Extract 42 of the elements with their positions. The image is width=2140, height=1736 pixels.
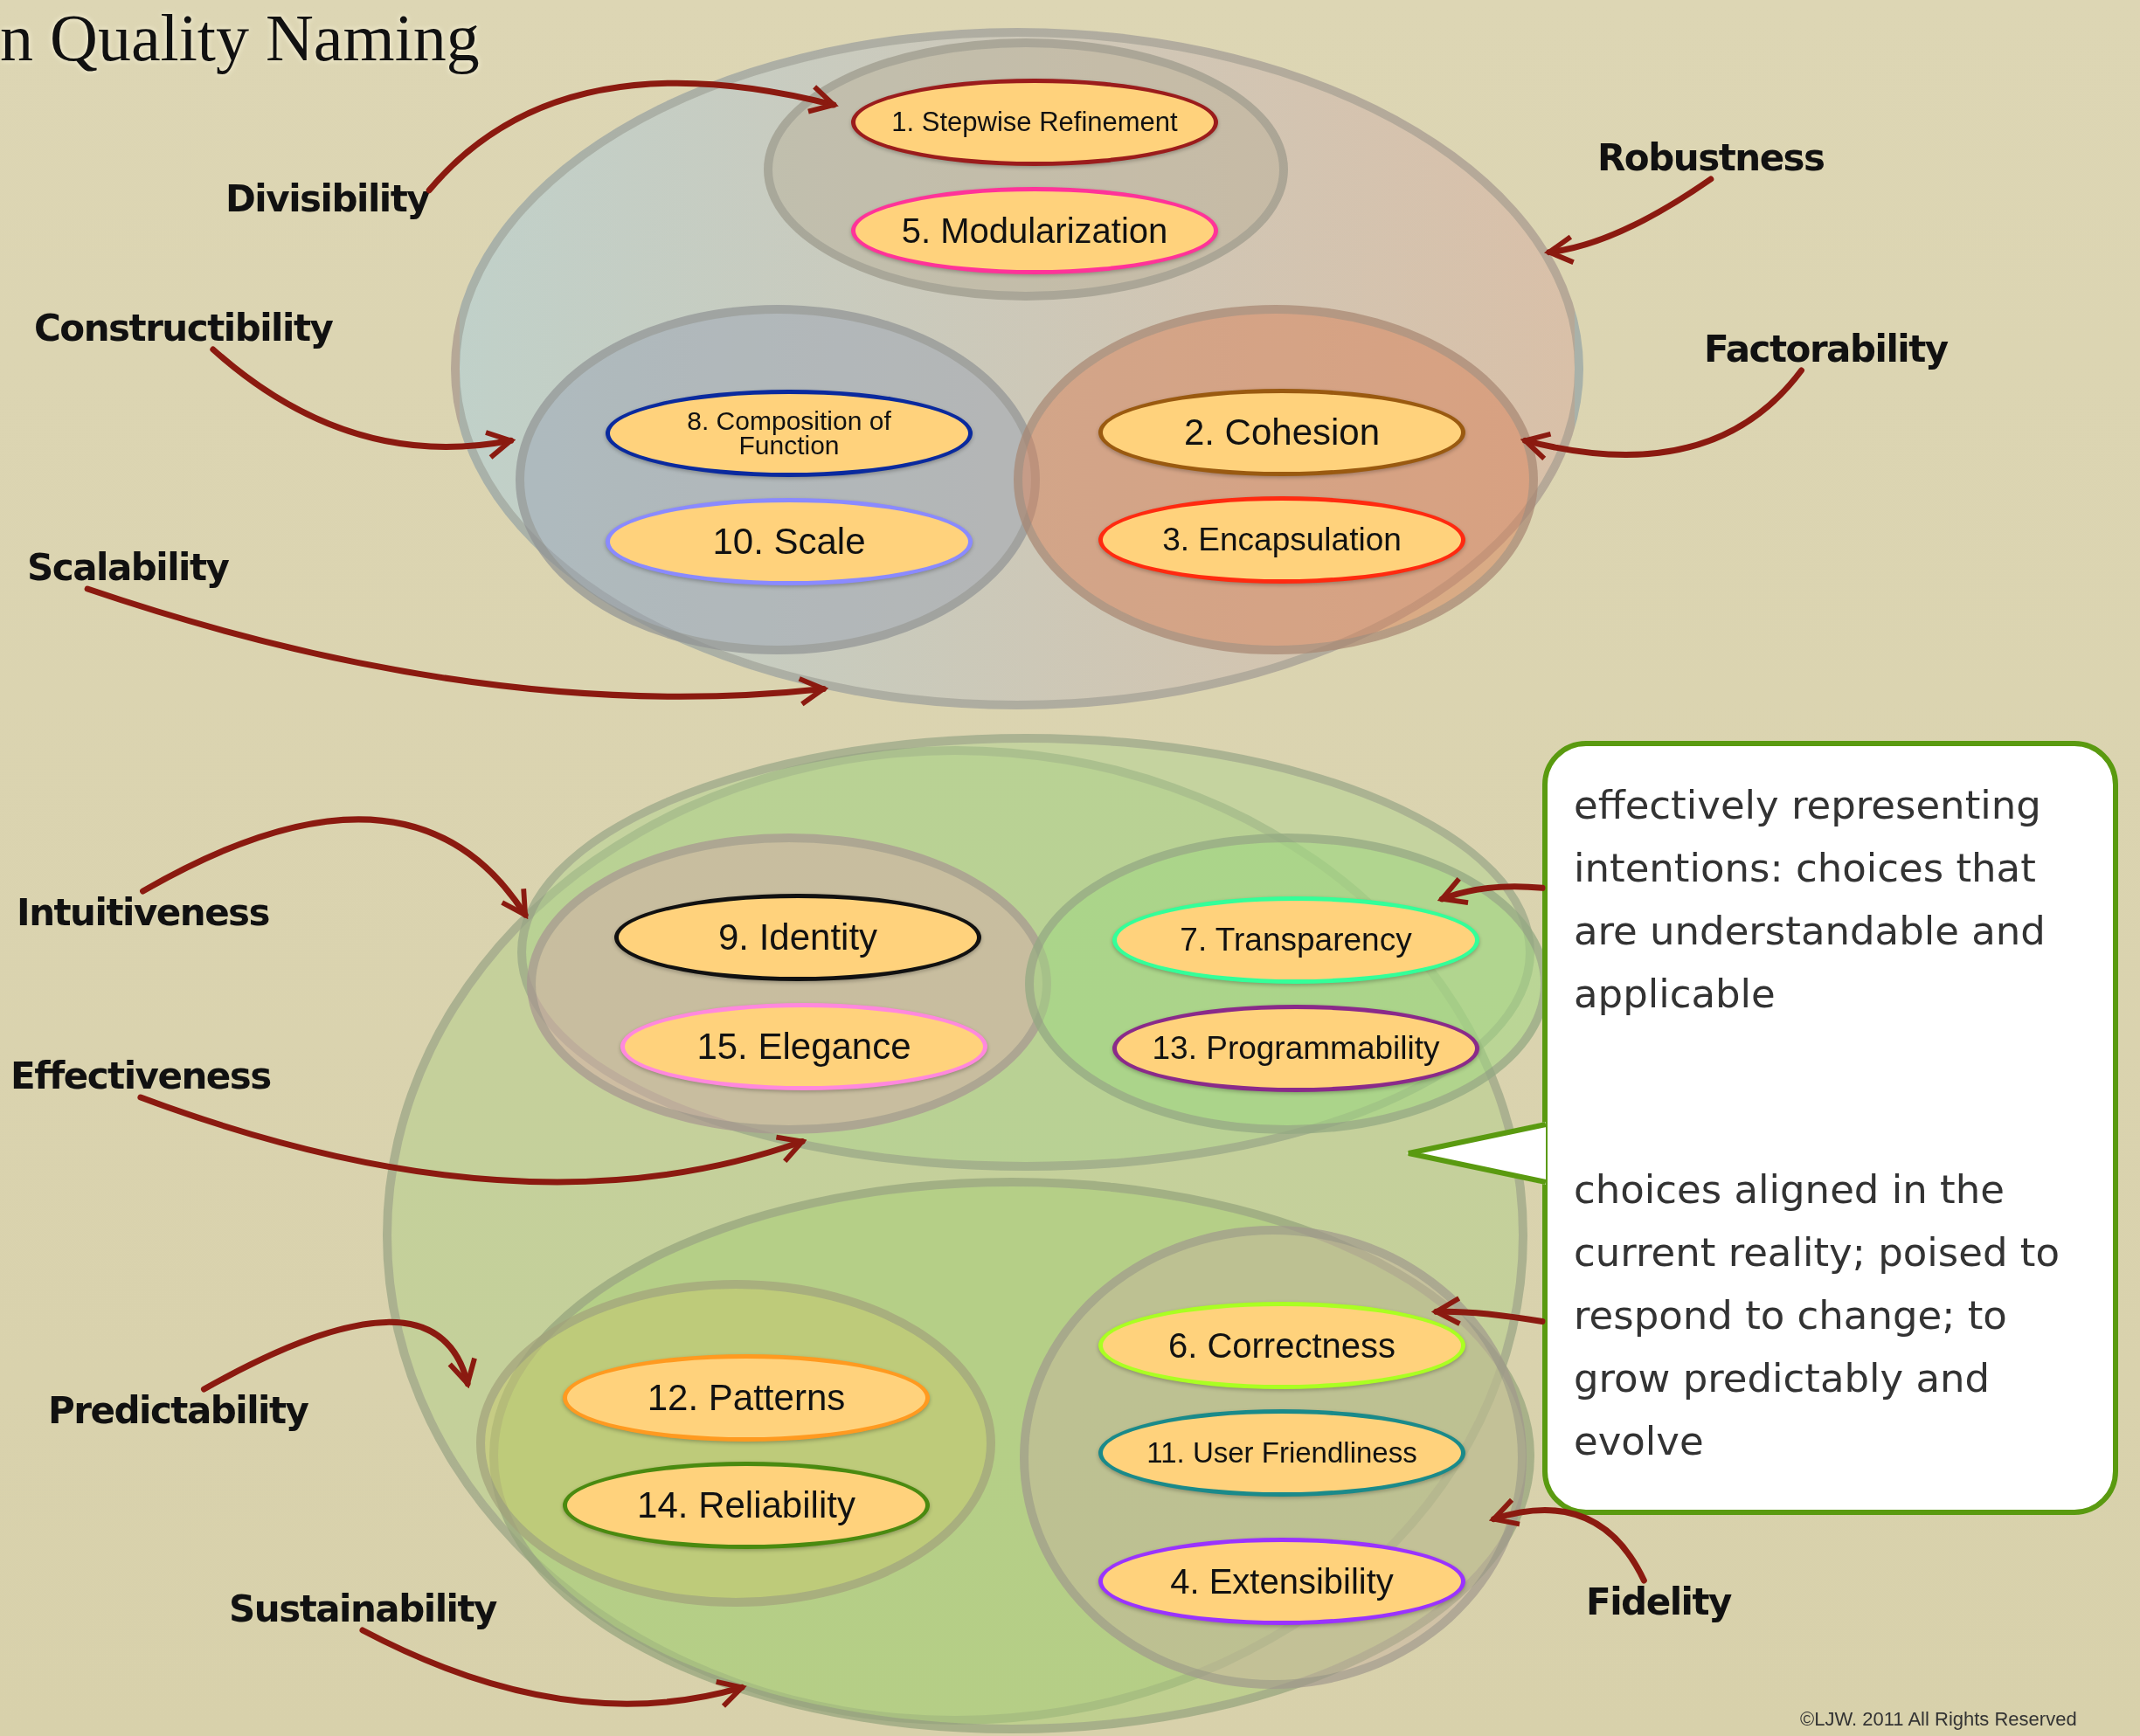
principle-oval: 4. Extensibility <box>1098 1538 1465 1625</box>
principle-oval: 6. Correctness <box>1098 1302 1465 1389</box>
speech-bubble <box>1542 741 2118 1515</box>
arrow <box>359 1627 745 1708</box>
principle-oval: 10. Scale <box>606 498 973 585</box>
quality-label: Scalability <box>27 546 229 589</box>
quality-label: Robustness <box>1597 136 1825 179</box>
principle-oval: 2. Cohesion <box>1098 389 1465 476</box>
quality-label: Divisibility <box>225 177 430 220</box>
principle-oval: 12. Patterns <box>563 1354 930 1442</box>
arrow <box>1521 367 1804 461</box>
principle-oval: 3. Encapsulation <box>1098 496 1465 584</box>
principle-oval: 9. Identity <box>614 894 981 981</box>
arrow <box>1546 176 1714 265</box>
title: n Quality Naming <box>0 0 480 76</box>
quality-label: Factorability <box>1704 328 1948 370</box>
arrow <box>1438 876 1546 906</box>
arrow <box>426 80 837 194</box>
quality-label: Sustainability <box>229 1587 496 1630</box>
arrow <box>140 816 529 918</box>
principle-oval: 15. Elegance <box>620 1003 987 1090</box>
callout-text: choices aligned in the current reality; poised to respond to change; to grow predictably and evolve <box>1574 1165 2060 1466</box>
arrow <box>84 585 827 707</box>
principle-oval: 7. Transparency <box>1112 896 1479 984</box>
principle-oval: 14. Reliability <box>563 1462 930 1549</box>
arrow <box>201 1318 475 1393</box>
arrow <box>1491 1497 1647 1584</box>
copyright-note: ©LJW. 2011 All Rights Reserved <box>1800 1708 2077 1731</box>
quality-label: Effectiveness <box>10 1055 271 1097</box>
principle-oval: 1. Stepwise Refinement <box>851 79 1218 166</box>
principle-oval: 5. Modularization <box>851 187 1218 274</box>
principle-oval: 11. User Friendliness <box>1098 1409 1465 1497</box>
principle-oval: 8. Composition of Function <box>606 390 973 477</box>
quality-label: Constructibility <box>34 307 333 349</box>
quality-label: Intuitiveness <box>17 891 270 934</box>
principle-oval: 13. Programmability <box>1112 1005 1479 1092</box>
quality-label: Predictability <box>48 1389 308 1432</box>
callout-text: effectively representing intentions: choices that are understandable and applicable <box>1574 781 2047 1019</box>
quality-label: Fidelity <box>1586 1580 1731 1623</box>
arrow <box>210 346 515 460</box>
arrow <box>137 1094 806 1186</box>
arrow <box>1433 1296 1546 1327</box>
